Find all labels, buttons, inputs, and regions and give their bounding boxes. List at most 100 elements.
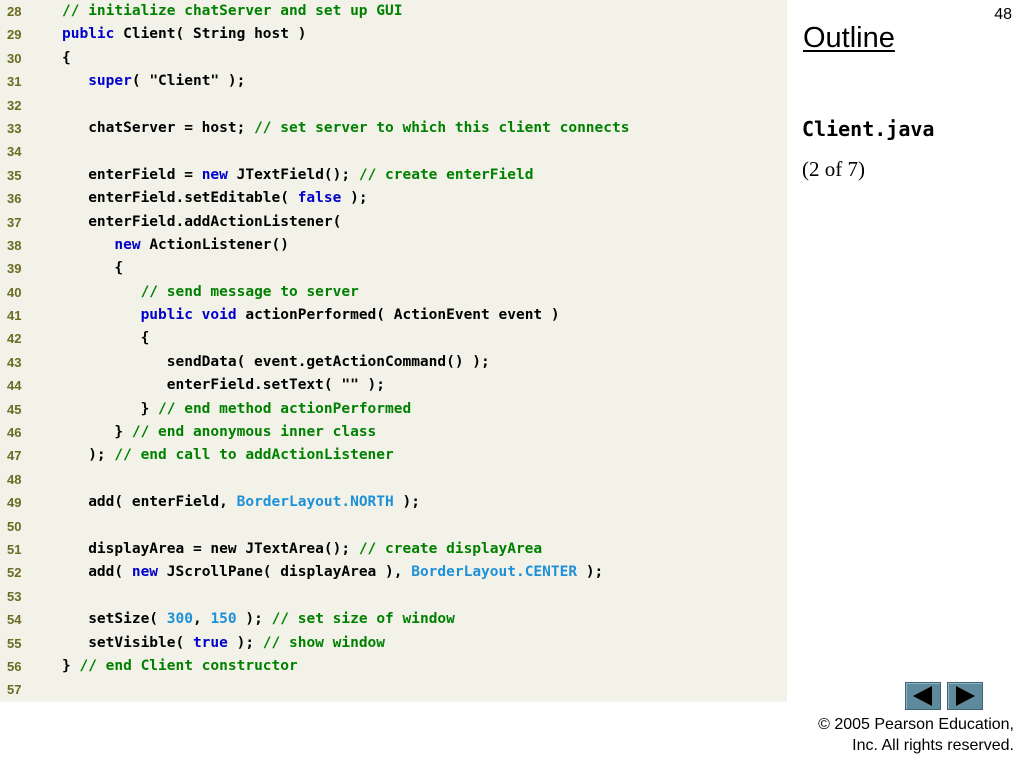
line-number: 39 — [7, 261, 22, 277]
line-number: 49 — [7, 495, 22, 511]
code-token-comment: // end anonymous inner class — [131, 424, 377, 441]
line-number: 55 — [7, 635, 22, 651]
code-token-plain: } — [62, 424, 132, 441]
copyright-notice: © 2005 Pearson Education, Inc. All right… — [818, 714, 1014, 756]
line-number: 30 — [7, 50, 22, 66]
code-text: displayArea = new JTextArea(); // create… — [62, 538, 542, 561]
code-text: setSize( 300, 150 ); // set size of wind… — [62, 608, 455, 631]
code-token-plain: JTextField(); — [227, 166, 359, 183]
code-text: { — [62, 327, 150, 350]
code-text: enterField.setEditable( false ); — [62, 187, 368, 210]
triangle-right-icon — [956, 686, 975, 706]
line-number: 31 — [7, 74, 22, 90]
line-number: 36 — [7, 191, 22, 207]
line-number: 35 — [7, 167, 22, 183]
code-token-plain: actionPerformed( ActionEvent event ) — [236, 307, 560, 324]
line-number: 33 — [7, 120, 22, 136]
code-text: enterField = new JTextField(); // create… — [62, 164, 533, 187]
code-token-plain: add( enterField, — [62, 494, 237, 511]
code-token-comment: // end method actionPerformed — [158, 400, 412, 417]
code-token-plain: } — [62, 400, 159, 417]
code-token-plain: , — [192, 611, 211, 628]
code-token-plain — [62, 73, 88, 89]
code-text: enterField.addActionListener( — [62, 211, 341, 234]
next-slide-button[interactable] — [947, 682, 983, 710]
code-token-plain: ); — [227, 634, 263, 651]
code-token-plain: ( "Client" ); — [131, 73, 246, 90]
page-info: (2 of 7) — [802, 157, 865, 181]
code-token-plain: ); — [341, 190, 368, 207]
line-number: 32 — [7, 97, 22, 113]
code-text: setVisible( true ); // show window — [62, 632, 385, 655]
previous-slide-button[interactable] — [905, 682, 941, 710]
code-text: } // end anonymous inner class — [62, 421, 376, 444]
code-token-plain: ActionListener() — [140, 236, 289, 253]
outline-title: Outline — [803, 22, 895, 54]
slide-number: 48 — [994, 6, 1012, 23]
line-number: 47 — [7, 448, 22, 464]
code-token-comment: // set server to which this client conne… — [254, 119, 630, 136]
code-token-plain: ); — [62, 447, 115, 464]
code-text: // initialize chatServer and set up GUI — [62, 0, 402, 23]
code-token-plain: ); — [393, 494, 420, 511]
code-text: ); // end call to addActionListener — [62, 444, 394, 467]
code-text: { — [62, 47, 71, 70]
line-number: 51 — [7, 541, 22, 557]
code-token-plain — [62, 237, 114, 253]
code-token-comment: // set size of window — [271, 611, 455, 628]
line-number: 54 — [7, 612, 22, 628]
line-number: 53 — [7, 588, 22, 604]
code-token-comment: // create displayArea — [358, 540, 543, 557]
code-token-constant: BorderLayout.CENTER — [411, 564, 578, 581]
code-token-plain: Client( String host ) — [114, 26, 307, 43]
code-token-keyword: false — [297, 190, 342, 207]
code-token-plain: displayArea = new JTextArea(); — [62, 540, 359, 557]
code-token-plain: add( — [62, 564, 132, 581]
code-text: // send message to server — [62, 281, 359, 304]
code-token-plain: ); — [577, 564, 604, 581]
line-number: 43 — [7, 354, 22, 370]
code-text: { — [62, 257, 123, 280]
code-token-plain: setSize( — [62, 611, 167, 628]
code-token-comment: // end call to addActionListener — [114, 447, 394, 464]
code-token-comment: // end Client constructor — [79, 657, 298, 674]
code-text: } // end Client constructor — [62, 655, 298, 678]
code-text: sendData( event.getActionCommand() ); — [62, 351, 490, 374]
code-token-plain — [62, 284, 141, 300]
code-token-keyword: public — [62, 26, 115, 43]
line-number: 37 — [7, 214, 22, 230]
line-number: 41 — [7, 308, 22, 324]
code-text: chatServer = host; // set server to whic… — [62, 117, 629, 140]
copyright-line-2: Inc. All rights reserved. — [852, 737, 1014, 754]
code-token-plain: JScrollPane( displayArea ), — [158, 564, 412, 581]
code-text: public Client( String host ) — [62, 23, 306, 46]
line-number: 45 — [7, 401, 22, 417]
line-number: 40 — [7, 284, 22, 300]
code-token-comment: // create enterField — [358, 166, 534, 183]
code-token-plain — [62, 307, 141, 323]
file-name: Client.java — [802, 117, 935, 141]
code-token-plain: } — [62, 657, 80, 674]
code-token-plain: ); — [236, 611, 272, 628]
copyright-line-1: © 2005 Pearson Education, — [818, 716, 1014, 733]
code-text: super( "Client" ); — [62, 70, 245, 93]
line-number: 48 — [7, 471, 22, 487]
line-number: 38 — [7, 237, 22, 253]
code-token-plain: enterField.setEditable( — [62, 190, 298, 207]
line-number: 29 — [7, 27, 22, 43]
code-text: add( new JScrollPane( displayArea ), Bor… — [62, 561, 603, 584]
code-token-comment: // initialize chatServer and set up GUI — [62, 3, 403, 19]
line-number: 52 — [7, 565, 22, 581]
code-token-comment: // send message to server — [140, 283, 359, 300]
code-token-keyword: new — [114, 236, 141, 253]
code-token-plain: enterField = — [62, 166, 202, 183]
code-token-keyword: super — [88, 73, 132, 90]
line-number: 42 — [7, 331, 22, 347]
line-number: 28 — [7, 4, 22, 19]
code-text: enterField.setText( "" ); — [62, 374, 385, 397]
code-text: new ActionListener() — [62, 234, 289, 257]
code-listing-panel: 28 // initialize chatServer and set up GU… — [0, 0, 787, 702]
code-token-keyword: new — [131, 564, 159, 581]
code-token-plain: enterField.setText( "" ); — [62, 377, 386, 394]
code-token-constant: BorderLayout.NORTH — [236, 494, 394, 511]
